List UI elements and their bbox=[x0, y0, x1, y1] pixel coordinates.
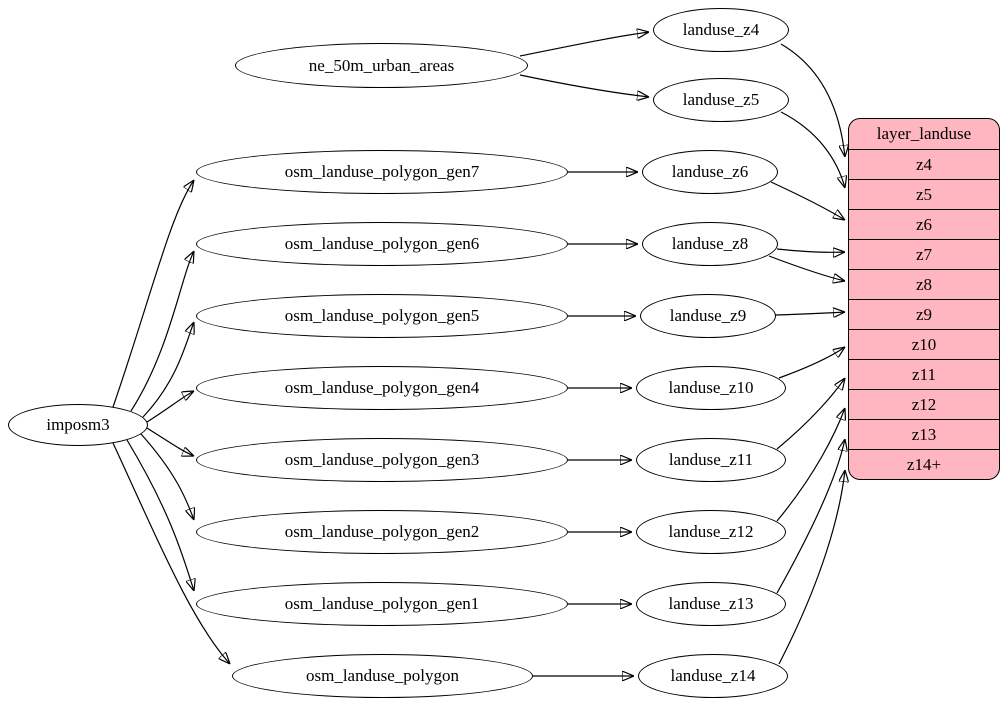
layer-row-z9: z9 bbox=[849, 299, 999, 329]
edge-landuse-z11-to-row-z11 bbox=[776, 378, 845, 450]
edge-landuse-z12-to-row-z12 bbox=[776, 408, 845, 522]
edge-landuse-z8-to-row-z8 bbox=[768, 255, 845, 281]
edge-imposm3-to-gen4 bbox=[146, 391, 194, 423]
layer-landuse-record: layer_landuse z4 z5 z6 z7 z8 z9 z10 z11 … bbox=[848, 118, 1000, 480]
node-osm-landuse-polygon-gen5: osm_landuse_polygon_gen5 bbox=[196, 294, 568, 338]
edge-landuse-z5-to-row-z5 bbox=[780, 111, 845, 188]
layer-row-z10: z10 bbox=[849, 329, 999, 359]
edge-imposm3-to-gen6 bbox=[130, 251, 194, 412]
edge-imposm3-to-gen7 bbox=[112, 180, 194, 408]
layer-landuse-header: layer_landuse bbox=[876, 124, 972, 143]
layer-row-z6: z6 bbox=[849, 209, 999, 239]
edge-landuse-z4-to-row-z4 bbox=[780, 43, 845, 157]
edge-landuse-z10-to-row-z10 bbox=[778, 347, 845, 379]
node-landuse-z10: landuse_z10 bbox=[636, 366, 786, 410]
node-landuse-z11: landuse_z11 bbox=[636, 438, 786, 482]
edge-imposm3-to-gen1 bbox=[126, 439, 194, 591]
edge-imposm3-to-gen2 bbox=[140, 433, 194, 520]
layer-row-z12: z12 bbox=[849, 389, 999, 419]
node-osm-landuse-polygon-gen7: osm_landuse_polygon_gen7 bbox=[196, 150, 568, 194]
layer-row-z4: z4 bbox=[849, 149, 999, 179]
layer-row-z14plus: z14+ bbox=[849, 449, 999, 479]
layer-row-z13: z13 bbox=[849, 419, 999, 449]
node-osm-landuse-polygon-gen2: osm_landuse_polygon_gen2 bbox=[196, 510, 568, 554]
node-osm-landuse-polygon-gen4: osm_landuse_polygon_gen4 bbox=[196, 366, 568, 410]
edge-imposm3-to-polygon bbox=[112, 442, 230, 664]
node-osm-landuse-polygon-gen3: osm_landuse_polygon_gen3 bbox=[196, 438, 568, 482]
node-imposm3: imposm3 bbox=[8, 404, 148, 446]
node-landuse-z9: landuse_z9 bbox=[640, 294, 776, 338]
node-osm-landuse-polygon: osm_landuse_polygon bbox=[232, 654, 533, 698]
node-landuse-z14: landuse_z14 bbox=[638, 654, 788, 698]
layer-row-z11: z11 bbox=[849, 359, 999, 389]
node-landuse-z5: landuse_z5 bbox=[653, 78, 789, 122]
edge-ne50m-to-landuse-z4 bbox=[519, 32, 649, 57]
edge-imposm3-to-gen5 bbox=[142, 322, 194, 418]
layer-row-z5: z5 bbox=[849, 179, 999, 209]
edge-ne50m-to-landuse-z5 bbox=[519, 74, 649, 97]
node-landuse-z12: landuse_z12 bbox=[636, 510, 786, 554]
layer-row-z7: z7 bbox=[849, 239, 999, 269]
node-landuse-z6: landuse_z6 bbox=[642, 150, 778, 194]
node-landuse-z4: landuse_z4 bbox=[653, 8, 789, 52]
node-landuse-z8: landuse_z8 bbox=[642, 222, 778, 266]
node-osm-landuse-polygon-gen6: osm_landuse_polygon_gen6 bbox=[196, 222, 568, 266]
edge-landuse-z13-to-row-z13 bbox=[776, 439, 845, 594]
edge-imposm3-to-gen3 bbox=[146, 427, 194, 456]
layer-row-z8: z8 bbox=[849, 269, 999, 299]
edge-landuse-z6-to-row-z6 bbox=[770, 181, 845, 220]
edge-landuse-z8-to-row-z7 bbox=[776, 249, 845, 252]
node-landuse-z13: landuse_z13 bbox=[636, 582, 786, 626]
node-osm-landuse-polygon-gen1: osm_landuse_polygon_gen1 bbox=[196, 582, 568, 626]
node-ne-50m-urban-areas: ne_50m_urban_areas bbox=[235, 43, 528, 88]
edge-landuse-z14-to-row-z14 bbox=[778, 470, 845, 665]
edge-landuse-z9-to-row-z9 bbox=[774, 312, 845, 315]
